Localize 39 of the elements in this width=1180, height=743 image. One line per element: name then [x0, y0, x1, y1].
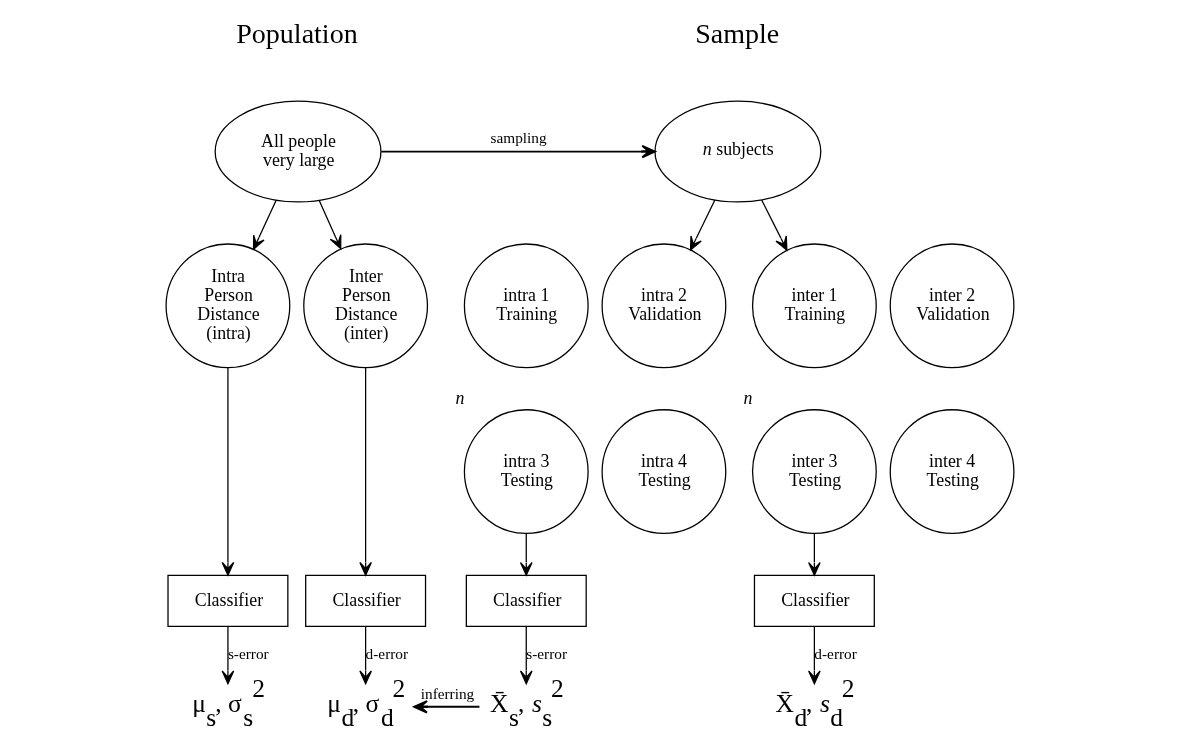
node-box: Classifier [465, 574, 587, 628]
arrow [808, 626, 821, 685]
arrow [519, 626, 533, 685]
node-circle: Intra Person Distance (intra) [165, 243, 291, 369]
node-label: n [455, 387, 465, 408]
node-circle: Inter Person Distance (inter) [303, 243, 429, 369]
arrow [221, 626, 235, 685]
node-box: Classifier [305, 574, 427, 628]
label: Sample [695, 18, 780, 50]
arrow [359, 367, 372, 576]
arrow [808, 533, 821, 576]
arrow [221, 367, 235, 576]
node-box: Classifier [167, 574, 289, 628]
arrow [519, 533, 533, 576]
arrow [252, 199, 277, 250]
node-circle: inter 1 Training [751, 243, 877, 369]
node-circle: intra 1 Training [463, 243, 589, 369]
node-ellipse: All people very large [214, 100, 382, 203]
arrow [761, 199, 788, 251]
edge-label: d-error [814, 645, 857, 663]
node-circle: intra 2 Validation [601, 243, 727, 369]
node-ellipse: n subjects [654, 100, 822, 203]
arrow [689, 199, 716, 251]
node-circle: inter 2 Validation [889, 243, 1015, 369]
node-label: n [743, 387, 753, 408]
edge-label: sampling [490, 129, 547, 147]
edge-label: inferring [420, 684, 475, 702]
arrow [380, 144, 656, 159]
node-circle: intra 3 Testing [463, 409, 589, 535]
arrow [318, 199, 342, 250]
arrow [413, 700, 481, 714]
arrow [359, 626, 372, 685]
node-circle: intra 4 Testing [601, 409, 727, 535]
node-circle: inter 4 Testing [889, 409, 1015, 535]
edge-label: s-error [526, 645, 567, 663]
edge-label: d-error [365, 645, 409, 663]
label: Population [236, 18, 358, 50]
node-box: Classifier [753, 574, 875, 628]
node-circle: inter 3 Testing [751, 409, 877, 535]
